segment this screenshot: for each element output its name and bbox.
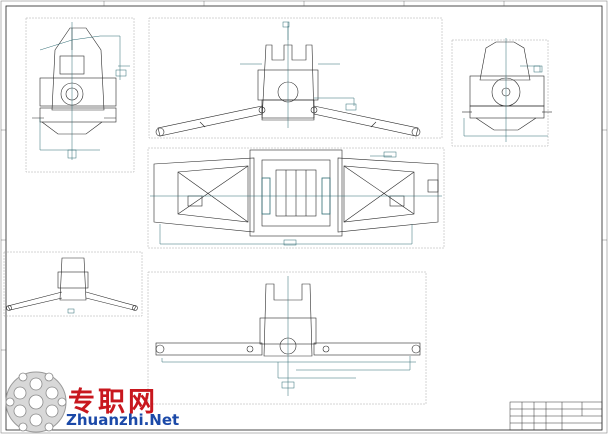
view-border <box>451 39 549 147</box>
view-front-extended <box>148 17 443 139</box>
view-folded-arms <box>3 251 143 317</box>
view-side-right <box>451 38 552 147</box>
view-sectional-plan <box>147 147 445 249</box>
view-border <box>147 147 445 249</box>
view-border <box>148 17 443 139</box>
zone-markers <box>1 1 607 351</box>
view-extended-arms <box>147 271 427 405</box>
view-side-left <box>25 17 135 173</box>
note-box <box>67 308 75 314</box>
view-border <box>3 251 143 317</box>
sheet-frame-inner <box>5 5 603 431</box>
title-block <box>509 401 603 431</box>
view-border <box>25 17 135 173</box>
view-border <box>147 271 427 405</box>
watermark-chinese-text: 专职网 <box>68 387 158 418</box>
watermark-url[interactable]: Zhuanzhi.Net <box>66 411 180 429</box>
ball-logo <box>5 371 67 433</box>
